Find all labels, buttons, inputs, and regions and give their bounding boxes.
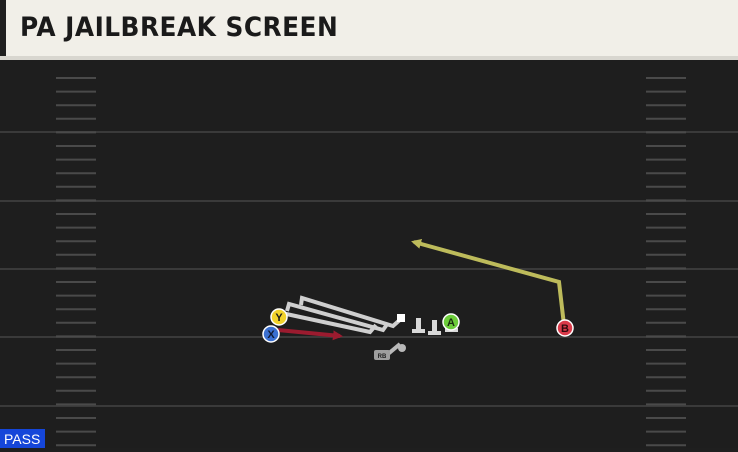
play-header: PA JAILBREAK SCREEN	[0, 0, 738, 60]
hash-marks-right	[646, 77, 686, 447]
play-title: PA JAILBREAK SCREEN	[20, 12, 339, 43]
screen-routes	[273, 295, 404, 335]
play-type-badge: PASS	[0, 429, 46, 448]
player-b-label: B	[561, 323, 569, 335]
player-a-label: A	[447, 317, 455, 329]
header-accent	[0, 0, 6, 56]
screen-route	[285, 301, 390, 333]
player-y: Y	[270, 308, 288, 326]
lineman-center	[428, 320, 441, 335]
yard-lines	[0, 131, 738, 407]
screen-block-marker	[397, 314, 405, 322]
player-y-label: Y	[275, 312, 283, 324]
hash-marks-left	[56, 77, 96, 447]
rb-label: RB	[378, 354, 387, 360]
football-field: RB Y X A B	[0, 60, 738, 448]
play-diagram: RB Y X A B	[0, 77, 738, 447]
route-b	[411, 239, 566, 326]
player-a: A	[442, 313, 460, 331]
player-b: B	[556, 319, 574, 337]
lineman-left	[412, 318, 425, 333]
route-x	[277, 328, 343, 341]
rb-player: RB	[374, 342, 406, 360]
player-x: X	[262, 325, 280, 343]
player-x-label: X	[267, 329, 275, 341]
